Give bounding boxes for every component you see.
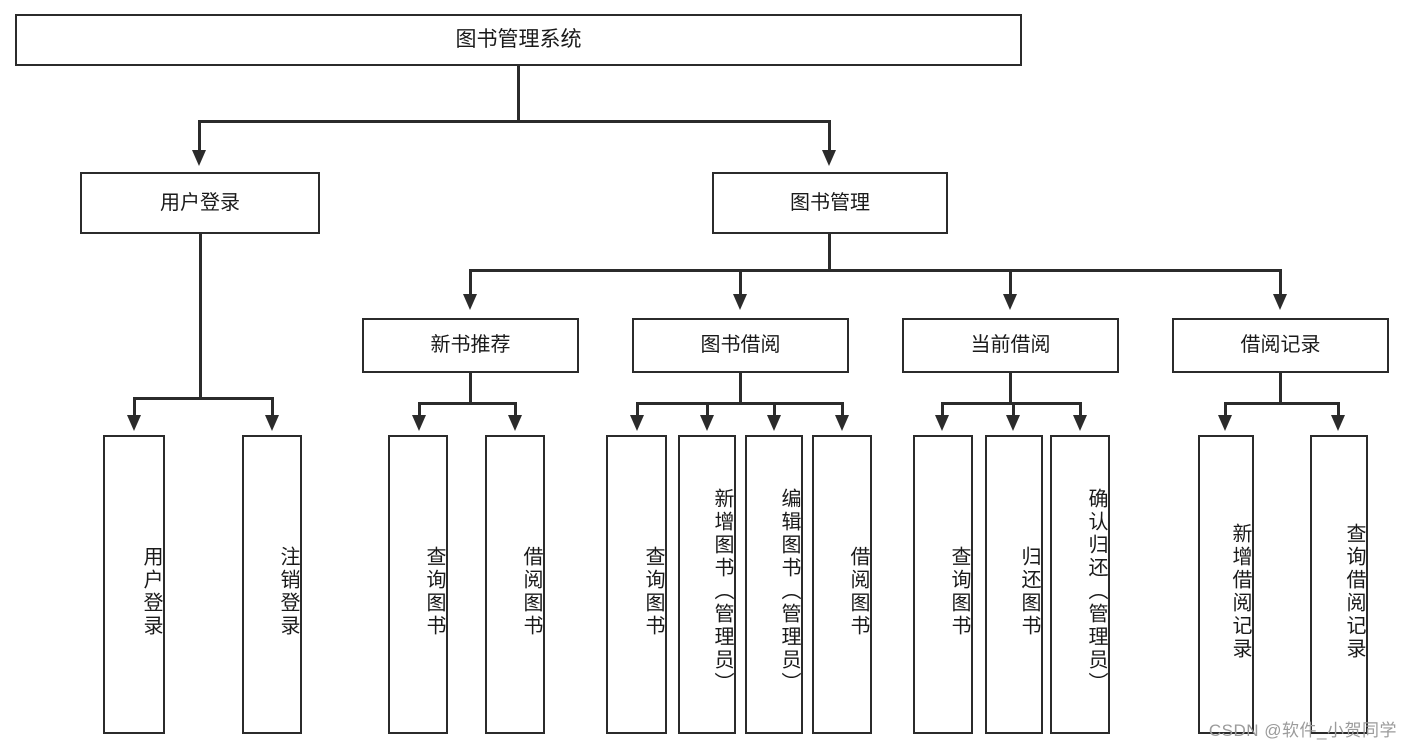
arrow-to-leaf-query-book-rec (412, 415, 426, 431)
connector-currentborrow-drop-1 (941, 402, 944, 417)
node-borrow-record[interactable]: 借阅记录 (1172, 318, 1389, 373)
connector-bookborrow-drop-3 (773, 402, 776, 417)
connector-newbook-drop-2 (514, 402, 517, 417)
node-leaf-query-book-rec[interactable]: 查询图书 (388, 435, 448, 734)
connector-root-drop-left (198, 120, 201, 152)
node-leaf-query-book-current[interactable]: 查询图书 (913, 435, 973, 734)
connector-borrowrecord-drop-1 (1224, 402, 1227, 417)
node-leaf-query-book-borrow[interactable]: 查询图书 (606, 435, 667, 734)
connector-drop-newbook (469, 269, 472, 296)
node-current-borrow[interactable]: 当前借阅 (902, 318, 1119, 373)
connector-bookborrow-drop-4 (841, 402, 844, 417)
connector-bookmanage-bus (469, 269, 1281, 272)
connector-bookborrow-bus (636, 402, 842, 405)
connector-newbook-bus (418, 402, 515, 405)
connector-drop-record (1279, 269, 1282, 296)
arrow-to-leaf-edit-book-admin (767, 415, 781, 431)
node-leaf-user-login[interactable]: 用户登录 (103, 435, 165, 734)
connector-userlogin-drop-2 (271, 397, 274, 417)
node-leaf-edit-book-admin[interactable]: 编辑图书（管理员） (745, 435, 803, 734)
node-leaf-return-book[interactable]: 归还图书 (985, 435, 1043, 734)
node-book-borrow[interactable]: 图书借阅 (632, 318, 849, 373)
connector-currentborrow-drop-3 (1079, 402, 1082, 417)
node-leaf-add-book-admin[interactable]: 新增图书（管理员） (678, 435, 736, 734)
connector-newbook-stem (469, 373, 472, 403)
connector-bookmanage-stem (828, 234, 831, 270)
connector-bookborrow-stem (739, 373, 742, 403)
node-leaf-user-logout[interactable]: 注销登录 (242, 435, 302, 734)
node-new-book-rec[interactable]: 新书推荐 (362, 318, 579, 373)
connector-currentborrow-drop-2 (1012, 402, 1015, 417)
arrow-to-leaf-query-borrow-record (1331, 415, 1345, 431)
arrow-to-leaf-user-login (127, 415, 141, 431)
arrow-to-leaf-add-borrow-record (1218, 415, 1232, 431)
connector-borrowrecord-drop-2 (1337, 402, 1340, 417)
arrow-to-leaf-borrow-book (835, 415, 849, 431)
arrow-to-leaf-query-book-current (935, 415, 949, 431)
arrow-to-leaf-query-book-borrow (630, 415, 644, 431)
node-root-system[interactable]: 图书管理系统 (15, 14, 1022, 66)
arrow-to-user-login (192, 150, 206, 166)
node-leaf-borrow-book-rec[interactable]: 借阅图书 (485, 435, 545, 734)
connector-userlogin-drop-1 (133, 397, 136, 417)
node-user-login[interactable]: 用户登录 (80, 172, 320, 234)
connector-root-stem (517, 66, 520, 121)
watermark-text: CSDN @软件_小贺同学 (1208, 721, 1397, 740)
connector-root-bus (198, 120, 830, 123)
connector-borrowrecord-bus (1224, 402, 1339, 405)
arrow-to-leaf-borrow-book-rec (508, 415, 522, 431)
connector-bookborrow-drop-1 (636, 402, 639, 417)
node-leaf-borrow-book[interactable]: 借阅图书 (812, 435, 872, 734)
connector-drop-borrow (739, 269, 742, 296)
node-leaf-confirm-return[interactable]: 确认归还（管理员） (1050, 435, 1110, 734)
arrow-to-borrow-record (1273, 294, 1287, 310)
connector-userlogin-stem (199, 234, 202, 398)
connector-bookborrow-drop-2 (706, 402, 709, 417)
arrow-to-current-borrow (1003, 294, 1017, 310)
node-leaf-query-borrow-record[interactable]: 查询借阅记录 (1310, 435, 1368, 734)
connector-userlogin-bus (133, 397, 272, 400)
node-book-manage[interactable]: 图书管理 (712, 172, 948, 234)
arrow-to-leaf-confirm-return (1073, 415, 1087, 431)
connector-root-drop-right (828, 120, 831, 152)
connector-newbook-drop-1 (418, 402, 421, 417)
node-leaf-add-borrow-record[interactable]: 新增借阅记录 (1198, 435, 1254, 734)
connector-currentborrow-bus (941, 402, 1080, 405)
arrow-to-leaf-add-book-admin (700, 415, 714, 431)
connector-currentborrow-stem (1009, 373, 1012, 403)
arrow-to-book-manage (822, 150, 836, 166)
arrow-to-new-book-rec (463, 294, 477, 310)
arrow-to-leaf-user-logout (265, 415, 279, 431)
arrow-to-book-borrow (733, 294, 747, 310)
connector-borrowrecord-stem (1279, 373, 1282, 403)
arrow-to-leaf-return-book (1006, 415, 1020, 431)
connector-drop-current (1009, 269, 1012, 296)
